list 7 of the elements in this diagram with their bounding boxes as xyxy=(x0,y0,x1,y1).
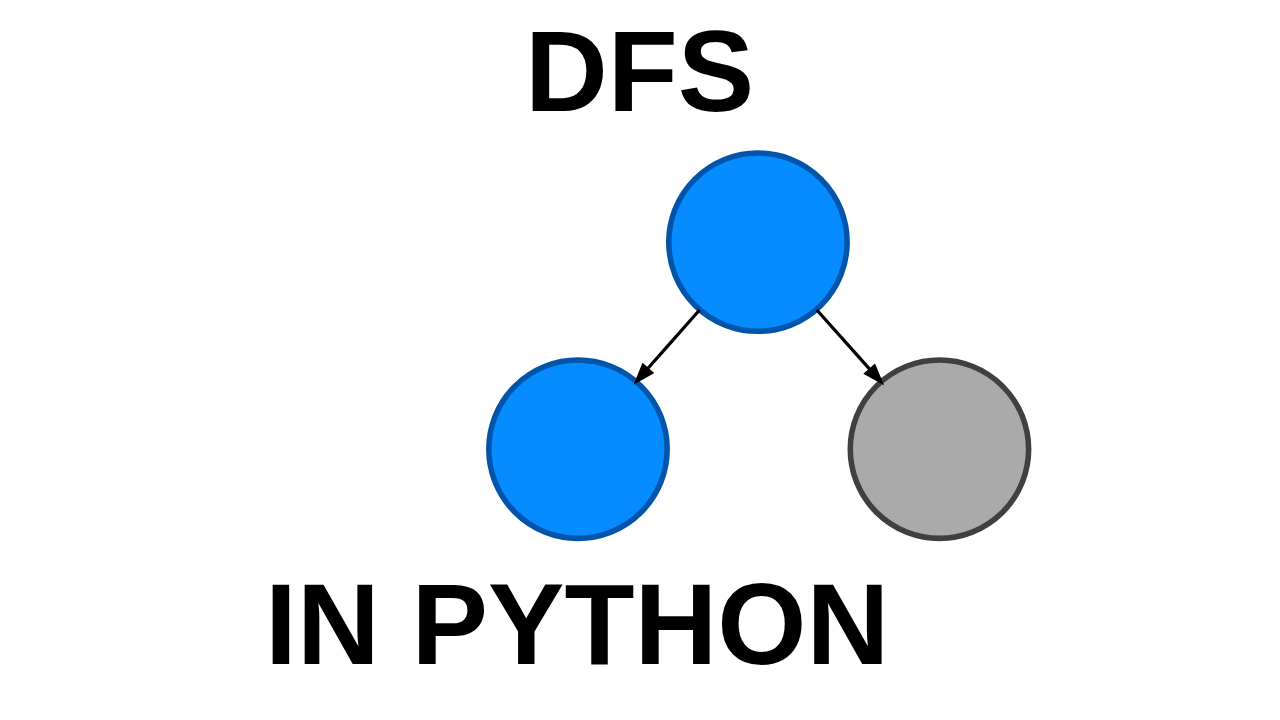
node-circle xyxy=(485,357,670,542)
node-circle xyxy=(847,357,1031,542)
diagram-title: DFS xyxy=(524,6,754,135)
node-circle xyxy=(665,150,850,335)
arrow xyxy=(633,308,701,385)
caption: IN PYTHON xyxy=(264,559,889,688)
arrow xyxy=(815,308,884,386)
